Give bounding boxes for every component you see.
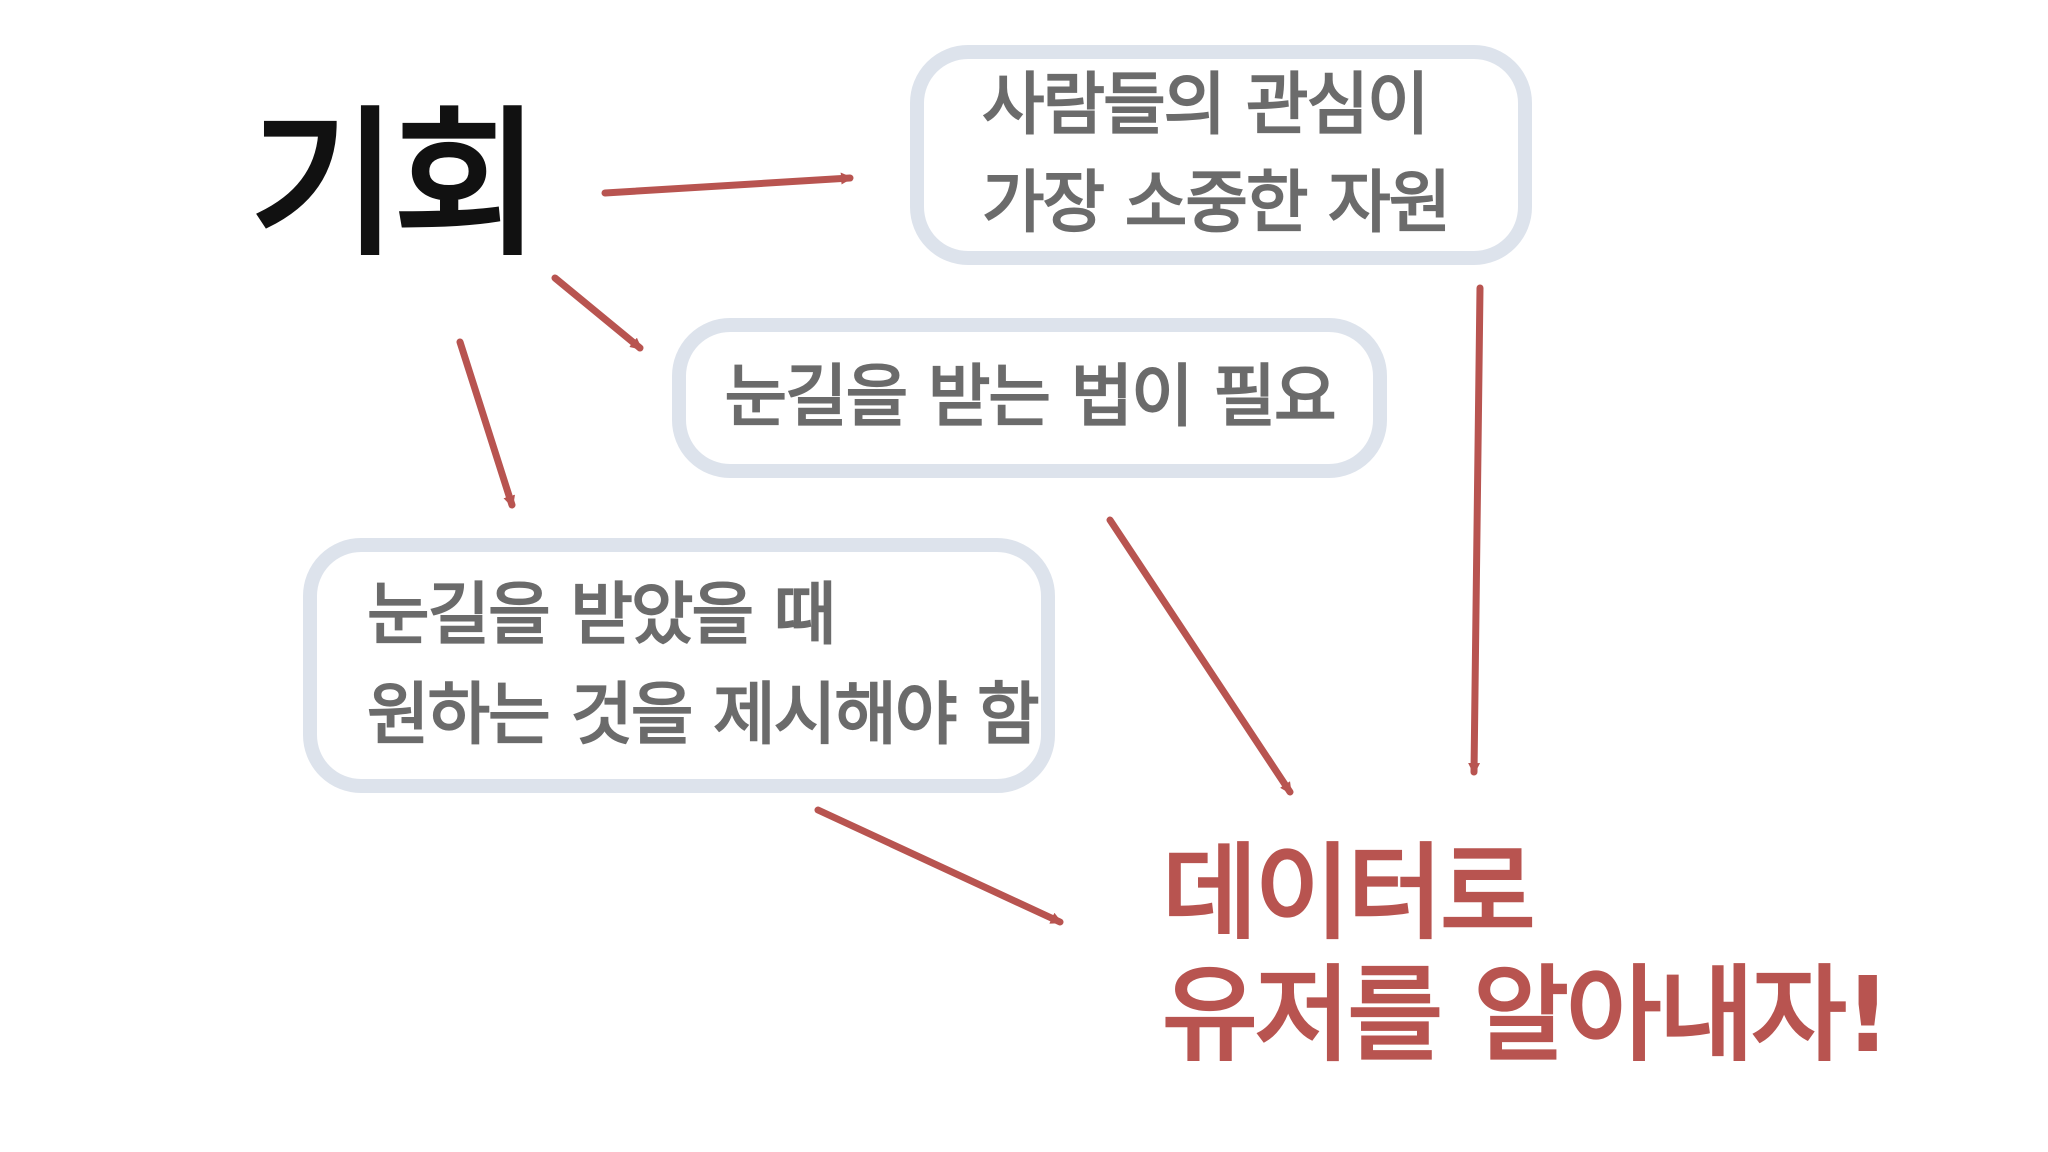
arrow-icon [814,806,1064,926]
attention-line: 사람들의 관심이 [982,66,1430,145]
arrow-icon [601,172,854,197]
attention-line: 가장 소중한 자원 [982,164,1451,243]
conclusion-line: 유저를 알아내자! [1162,954,1891,1076]
arrow-icon [551,274,644,352]
receive-attention-box: 눈길을 받는 법이 필요 [672,318,1387,478]
offer-line: 눈길을 받았을 때 [367,575,836,655]
offer-box: 눈길을 받았을 때 원하는 것을 제시해야 함 [303,538,1055,793]
receive-line: 눈길을 받는 법이 필요 [724,358,1336,437]
arrow-icon [1106,516,1294,796]
conclusion-line: 데이터로 [1162,832,1536,954]
offer-line: 원하는 것을 제시해야 함 [367,675,1040,755]
attention-box: 사람들의 관심이 가장 소중한 자원 [910,45,1532,265]
conclusion-text: 데이터로 유저를 알아내자! [1162,832,1891,1076]
arrow-icon [1468,284,1484,776]
page-title: 기회 [250,91,540,278]
arrow-icon [456,338,516,509]
